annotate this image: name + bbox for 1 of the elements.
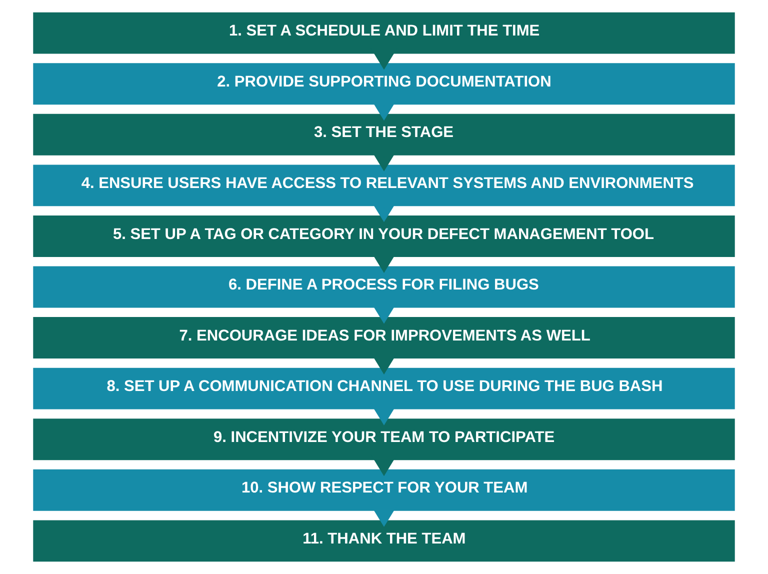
node-box: 11. THANK THE TEAM: [33, 520, 735, 562]
